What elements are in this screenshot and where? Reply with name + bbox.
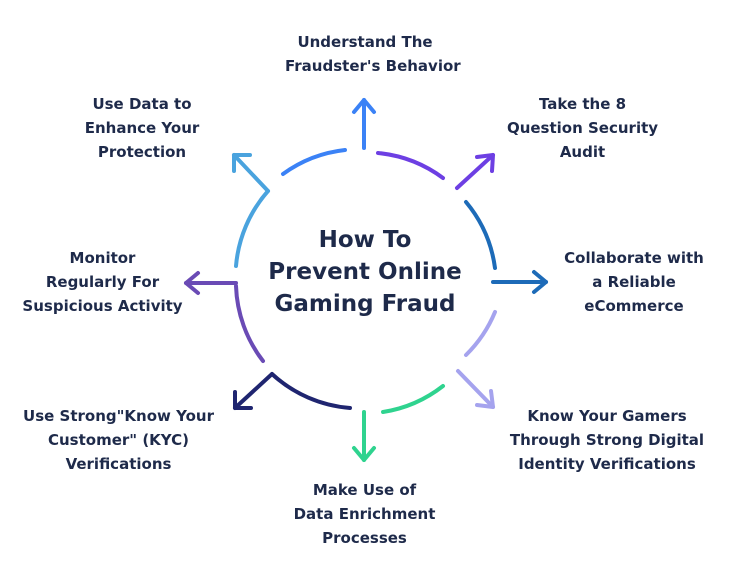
segment-reliable-ecommerce [464,200,548,294]
step-label-line: Fraudster's Behavior [285,57,461,75]
step-label-line: Use Data to [92,95,192,113]
step-label-line: Protection [97,143,187,161]
step-label-line: Understand The [297,33,433,51]
step-label-line: Regularly For [45,273,160,291]
step-label-line: Know Your Gamers [527,407,687,425]
step-label-data-enrichment: Make Use of Data Enrichment Processes [277,478,452,550]
step-label-enhance-protection: Use Data to Enhance Your Protection [67,92,217,164]
step-label-line: Enhance Your [84,119,200,137]
step-label-line: Monitor [69,249,136,267]
step-label-reliable-ecommerce: Collaborate with a Reliable eCommerce [555,246,713,318]
arrowhead-know-your-gamers [475,389,495,409]
ring-arc-kyc-verifications [270,372,352,410]
step-label-line: eCommerce [584,297,684,315]
step-label-security-audit: Take the 8 Question Security Audit [500,92,665,164]
arrow-security-audit [455,153,495,190]
step-label-line: Question Security [506,119,659,137]
ring-arc-enhance-protection [234,189,270,268]
segment-kyc-verifications [233,372,352,410]
ring-arc-know-your-gamers [464,310,497,357]
ring-arc-monitor-regularly [234,284,265,363]
ring-arc-understand-fraudster [281,148,347,176]
segment-security-audit [376,151,495,190]
diagram-title-line: Gaming Fraud [274,291,456,317]
segment-understand-fraudster [281,98,376,176]
diagram-title-line: How To [318,227,412,253]
step-label-kyc-verifications: Use Strong"Know Your Customer" (KYC) Ver… [16,404,221,476]
step-label-line: Customer" (KYC) [48,431,189,449]
ring-arc-data-enrichment [381,384,445,414]
step-label-line: Through Strong Digital [509,431,705,449]
segment-know-your-gamers [456,310,497,409]
arrowhead-kyc-verifications [233,390,253,410]
step-label-line: Use Strong"Know Your [23,407,214,425]
step-label-line: Identity Verifications [518,455,696,473]
step-label-know-your-gamers: Know Your Gamers Through Strong Digital … [502,404,712,476]
arrowhead-data-enrichment [352,446,376,462]
arrow-kyc-verifications [233,372,274,410]
arrowhead-understand-fraudster [352,98,376,114]
step-label-line: Processes [322,529,407,547]
step-label-line: Collaborate with [564,249,704,267]
segment-data-enrichment [352,384,445,462]
diagram-title-line: Prevent Online [268,259,462,285]
arrowhead-reliable-ecommerce [532,270,548,294]
step-label-line: Verifications [65,455,172,473]
arrowhead-enhance-protection [232,153,252,173]
step-label-understand-fraudster: Understand The Fraudster's Behavior [285,30,461,78]
step-label-line: Make Use of [312,481,417,499]
step-label-monitor-regularly: Monitor Regularly For Suspicious Activit… [15,246,190,318]
segment-enhance-protection [232,153,270,268]
segment-monitor-regularly [184,271,265,363]
step-label-line: Data Enrichment [293,505,436,523]
arrow-know-your-gamers [456,369,495,409]
arrow-enhance-protection [232,153,270,193]
step-label-line: Suspicious Activity [22,297,183,315]
step-label-line: Audit [559,143,606,161]
step-label-line: Take the 8 [538,95,627,113]
step-label-line: a Reliable [592,273,676,291]
ring-arc-security-audit [376,151,445,180]
ring-arc-reliable-ecommerce [464,200,497,270]
diagram-title: How To Prevent Online Gaming Fraud [258,224,472,320]
arrowhead-monitor-regularly [184,271,200,295]
arrowhead-security-audit [475,153,495,173]
